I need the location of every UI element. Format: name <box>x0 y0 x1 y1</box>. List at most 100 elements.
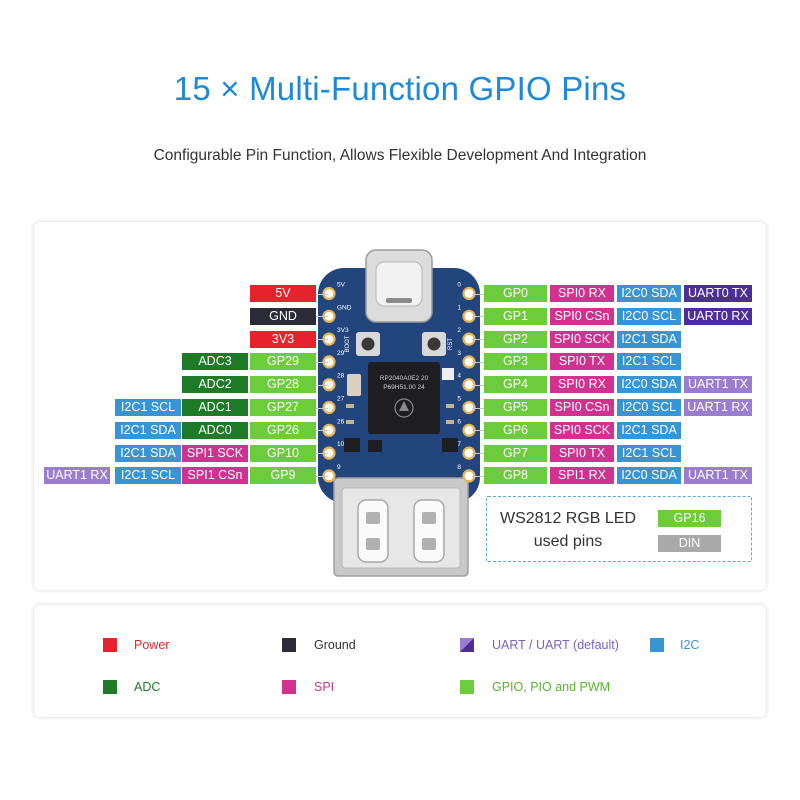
right-pin-label-uart1-tx: UART1 TX <box>684 467 752 485</box>
boot-silk-label: BOOT <box>345 335 351 352</box>
left-pin-connector <box>316 361 328 363</box>
crystal-icon <box>347 374 361 396</box>
legend-ground-label: Ground <box>314 638 356 652</box>
silk-label-right: 1 <box>457 304 461 311</box>
legend-adc-label: ADC <box>134 680 161 694</box>
right-pin-label-i2c0-sda: I2C0 SDA <box>617 467 681 485</box>
legend-gpio-label: GPIO, PIO and PWM <box>492 680 611 694</box>
right-pin-connector <box>472 453 484 455</box>
silk-label-left: 9 <box>337 464 341 471</box>
ws2812-title: WS2812 RGB LED <box>499 510 637 527</box>
right-pin-label-spi0-csn: SPI0 CSn <box>550 399 614 416</box>
silk-label-right: 7 <box>457 441 461 448</box>
left-pin-label-gp9: GP9 <box>250 467 316 485</box>
left-pin-label-gp27: GP27 <box>250 399 316 416</box>
chip-marking-line1: RP2040A0E2 20 <box>380 375 429 382</box>
right-pin-label-gp7: GP7 <box>484 444 547 462</box>
right-pin-label-gp3: GP3 <box>484 353 547 371</box>
right-pin-label-i2c0-sda: I2C0 SDA <box>617 376 681 394</box>
right-pin-label-spi0-csn: SPI0 CSn <box>550 307 614 325</box>
silk-label-right: 3 <box>457 350 461 357</box>
right-pin-connector <box>472 475 484 477</box>
legend-i2c-label: I2C <box>680 638 700 652</box>
right-pin-connector <box>472 339 484 341</box>
left-pin-connector <box>316 293 328 295</box>
right-pin-label-i2c0-scl: I2C0 SCL <box>617 307 681 325</box>
left-pin-label-i2c1-scl: I2C1 SCL <box>115 399 181 416</box>
right-pin-connector <box>472 293 484 295</box>
left-pin-label-adc2: ADC2 <box>182 376 248 394</box>
right-pin-label-gp0: GP0 <box>484 285 547 302</box>
page-subtitle: Configurable Pin Function, Allows Flexib… <box>153 147 647 164</box>
legend-uart-label: UART / UART (default) <box>492 638 619 652</box>
left-pin-label-i2c1-sda: I2C1 SDA <box>115 444 181 462</box>
right-pin-connector <box>472 384 484 386</box>
right-pin-label-spi0-rx: SPI0 RX <box>550 285 614 302</box>
right-pin-label-gp4: GP4 <box>484 376 547 394</box>
right-pin-connector <box>472 361 484 363</box>
right-pin-label-i2c0-scl: I2C0 SCL <box>617 399 681 416</box>
legend-power-label: Power <box>134 638 170 652</box>
silk-label-right: 4 <box>457 373 461 380</box>
left-pin-label-3v3: 3V3 <box>250 330 316 348</box>
left-pin-connector <box>316 475 328 477</box>
ws2812-din-label: DIN <box>658 535 721 552</box>
silk-label-left: GND <box>337 304 352 311</box>
silk-label-right: 8 <box>457 464 461 471</box>
left-pin-label-i2c1-sda: I2C1 SDA <box>115 421 181 439</box>
left-pin-connector <box>316 384 328 386</box>
chip-marking-line2: P69H51.00 24 <box>383 384 425 391</box>
right-pin-connector <box>472 430 484 432</box>
silk-label-right: 2 <box>457 327 461 334</box>
legend-spi-swatch <box>282 680 296 694</box>
silk-label-left: 28 <box>337 373 345 380</box>
legend-uart-swatch <box>460 638 474 652</box>
right-pin-connector <box>472 407 484 409</box>
left-pin-connector <box>316 339 328 341</box>
left-pin-label-spi1-sck: SPI1 SCK <box>182 444 248 462</box>
legend-ground-swatch <box>282 638 296 652</box>
ws2812-led-icon <box>442 368 454 380</box>
left-pin-label-adc3: ADC3 <box>182 353 248 371</box>
left-pin-connector <box>316 430 328 432</box>
left-pin-label-gp10: GP10 <box>250 444 316 462</box>
legend-spi-label: SPI <box>314 680 335 694</box>
legend-panel <box>34 605 766 717</box>
silk-label-right: 5 <box>457 396 461 403</box>
right-pin-label-spi0-tx: SPI0 TX <box>550 353 614 371</box>
silk-label-left: 3V3 <box>337 327 349 334</box>
right-pin-label-spi0-sck: SPI0 SCK <box>550 421 614 439</box>
right-pin-connector <box>472 316 484 318</box>
page-title: 15 × Multi-Function GPIO Pins <box>173 70 627 107</box>
left-pin-label-spi1-csn: SPI1 CSn <box>182 467 248 485</box>
left-pin-label-gnd: GND <box>250 307 316 325</box>
legend-adc-swatch <box>103 680 117 694</box>
right-pin-label-gp6: GP6 <box>484 421 547 439</box>
legend-power-swatch <box>103 638 117 652</box>
silk-label-left: 26 <box>337 418 345 425</box>
right-pin-label-i2c1-scl: I2C1 SCL <box>617 353 681 371</box>
right-pin-label-gp5: GP5 <box>484 399 547 416</box>
right-pin-label-spi0-rx: SPI0 RX <box>550 376 614 394</box>
right-pin-label-spi0-tx: SPI0 TX <box>550 444 614 462</box>
silk-label-left: 10 <box>337 441 345 448</box>
right-pin-label-uart0-tx: UART0 TX <box>684 285 752 302</box>
rp2040-chip-icon <box>368 362 440 434</box>
right-pin-label-i2c1-sda: I2C1 SDA <box>617 330 681 348</box>
left-pin-label-gp26: GP26 <box>250 421 316 439</box>
left-pin-label-5v: 5V <box>250 285 316 302</box>
right-pin-label-i2c0-sda: I2C0 SDA <box>617 285 681 302</box>
right-pin-label-gp8: GP8 <box>484 467 547 485</box>
right-pin-label-uart1-rx: UART1 RX <box>684 399 752 416</box>
legend-i2c-swatch <box>650 638 664 652</box>
silk-label-left: 29 <box>337 350 345 357</box>
right-pin-label-i2c1-sda: I2C1 SDA <box>617 421 681 439</box>
rst-silk-label: RST <box>448 338 454 350</box>
right-pin-label-i2c1-scl: I2C1 SCL <box>617 444 681 462</box>
right-pin-label-gp2: GP2 <box>484 330 547 348</box>
left-pin-label-gp29: GP29 <box>250 353 316 371</box>
left-pin-connector <box>316 453 328 455</box>
ws2812-subtitle: used pins <box>533 533 603 550</box>
